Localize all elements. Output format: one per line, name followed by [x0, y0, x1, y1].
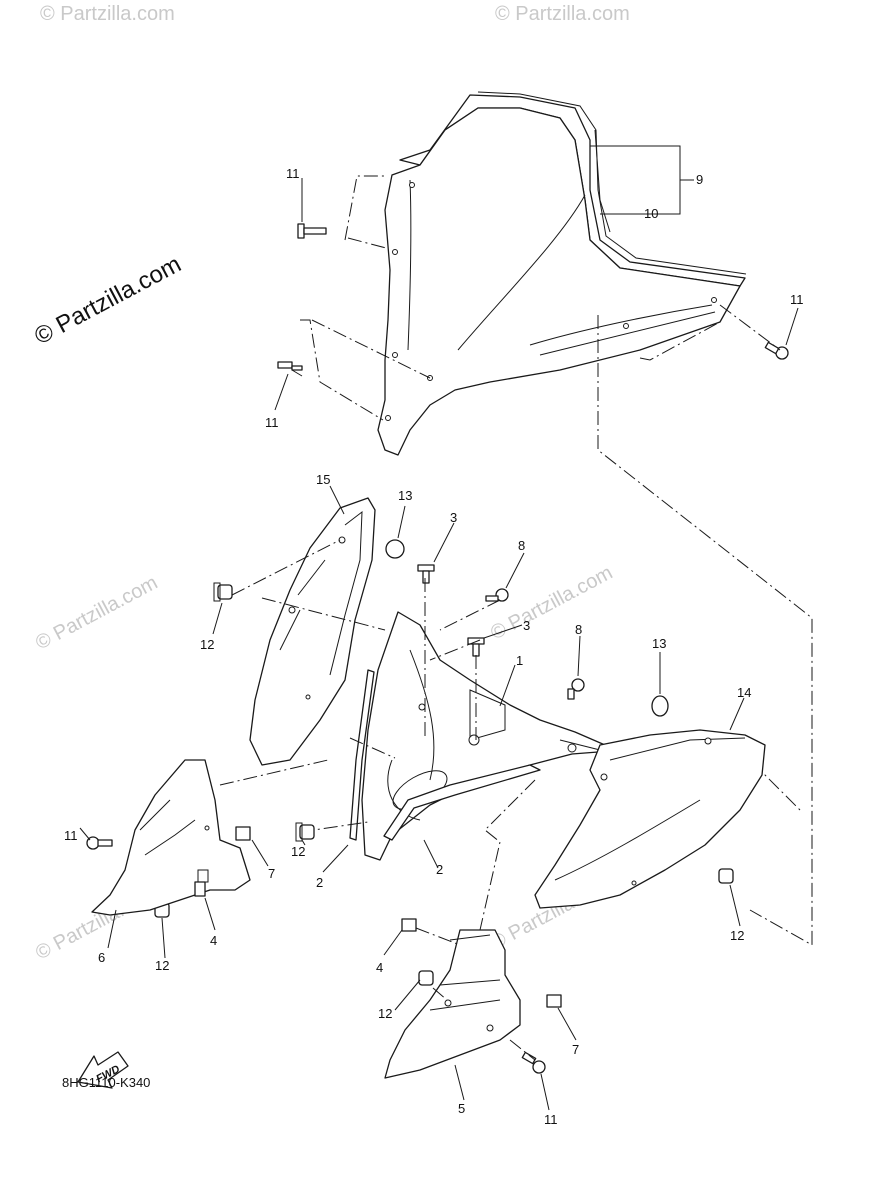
watermark-main: © Partzilla.com	[30, 251, 185, 351]
callout-11: 11	[286, 166, 300, 181]
mount-hole	[305, 694, 311, 700]
callout-6: 6	[98, 950, 105, 965]
callout-7: 7	[572, 1042, 579, 1057]
mount-hole	[444, 999, 452, 1007]
mount-hole	[631, 880, 637, 886]
callout-labels: 11 11 11 9 10 15 13 3 8 3 8 1 13 14 12 1…	[64, 166, 804, 1127]
callout-11: 11	[544, 1112, 558, 1127]
mount-hole	[409, 182, 415, 188]
side-panel-part	[534, 729, 766, 909]
callout-4: 4	[376, 960, 383, 975]
callout-9: 9	[696, 172, 703, 187]
mount-hole	[288, 606, 296, 614]
collar-icon	[418, 970, 434, 986]
callout-12: 12	[200, 637, 214, 652]
mount-hole	[385, 415, 391, 421]
callout-12: 12	[378, 1006, 392, 1021]
callout-14: 14	[737, 685, 751, 700]
callout-8: 8	[575, 622, 582, 637]
mount-hole	[418, 703, 426, 711]
screw-icon	[485, 588, 509, 602]
watermark-faded: © Partzilla.com	[487, 562, 616, 645]
mount-hole	[704, 737, 712, 745]
mount-hole	[623, 323, 629, 329]
callout-13: 13	[652, 636, 666, 651]
windscreen-part	[377, 91, 747, 456]
diagram-code: 8HG1110-K340	[62, 1075, 151, 1090]
mount-hole	[204, 825, 210, 831]
watermark-faded: © Partzilla.com	[32, 572, 161, 655]
callout-13: 13	[398, 488, 412, 503]
nut-icon	[194, 881, 206, 897]
mount-hole	[486, 1024, 494, 1032]
callout-11: 11	[790, 292, 804, 307]
callout-3: 3	[450, 510, 457, 525]
mount-hole	[392, 352, 398, 358]
callout-5: 5	[458, 1101, 465, 1116]
callout-12: 12	[155, 958, 169, 973]
screw-icon	[567, 678, 585, 700]
nut-icon	[401, 918, 417, 932]
collar-icon	[718, 868, 734, 884]
callout-3: 3	[523, 618, 530, 633]
callout-2: 2	[316, 875, 323, 890]
callout-10: 10	[644, 206, 658, 221]
grommet-icon	[651, 695, 669, 717]
callout-12: 12	[730, 928, 744, 943]
screw-icon	[764, 341, 789, 360]
screw-icon	[86, 836, 113, 850]
callout-15: 15	[316, 472, 330, 487]
callout-1: 1	[516, 653, 523, 668]
collar-icon	[295, 822, 315, 842]
callout-4: 4	[210, 933, 217, 948]
screw-icon	[467, 637, 485, 657]
mount-hole	[468, 734, 480, 746]
screw-icon	[521, 1051, 546, 1074]
mount-hole	[392, 249, 398, 255]
lower-cowl-part	[384, 929, 521, 1079]
damper-strip-part	[383, 764, 541, 841]
damper-strip-part	[349, 669, 375, 841]
watermark-faded: © Partzilla.com	[40, 3, 175, 25]
grommet-icon	[385, 539, 405, 559]
callout-11: 11	[64, 828, 78, 843]
collar-icon	[213, 582, 233, 602]
callout-7: 7	[268, 866, 275, 881]
left-fairing-part	[91, 759, 251, 916]
watermark-faded: © Partzilla.com	[495, 3, 630, 25]
nut-icon	[235, 826, 251, 841]
callout-2: 2	[436, 862, 443, 877]
mount-hole	[600, 773, 608, 781]
screw-icon	[277, 361, 303, 377]
callout-11: 11	[265, 415, 279, 430]
leader-lines	[79, 178, 799, 1111]
inner-panel-part	[249, 497, 376, 766]
callout-12: 12	[291, 844, 305, 859]
mount-hole	[711, 297, 717, 303]
callout-8: 8	[518, 538, 525, 553]
nut-icon	[546, 994, 562, 1008]
mount-hole	[567, 743, 577, 753]
screw-icon	[297, 223, 327, 239]
screw-icon	[417, 564, 435, 584]
